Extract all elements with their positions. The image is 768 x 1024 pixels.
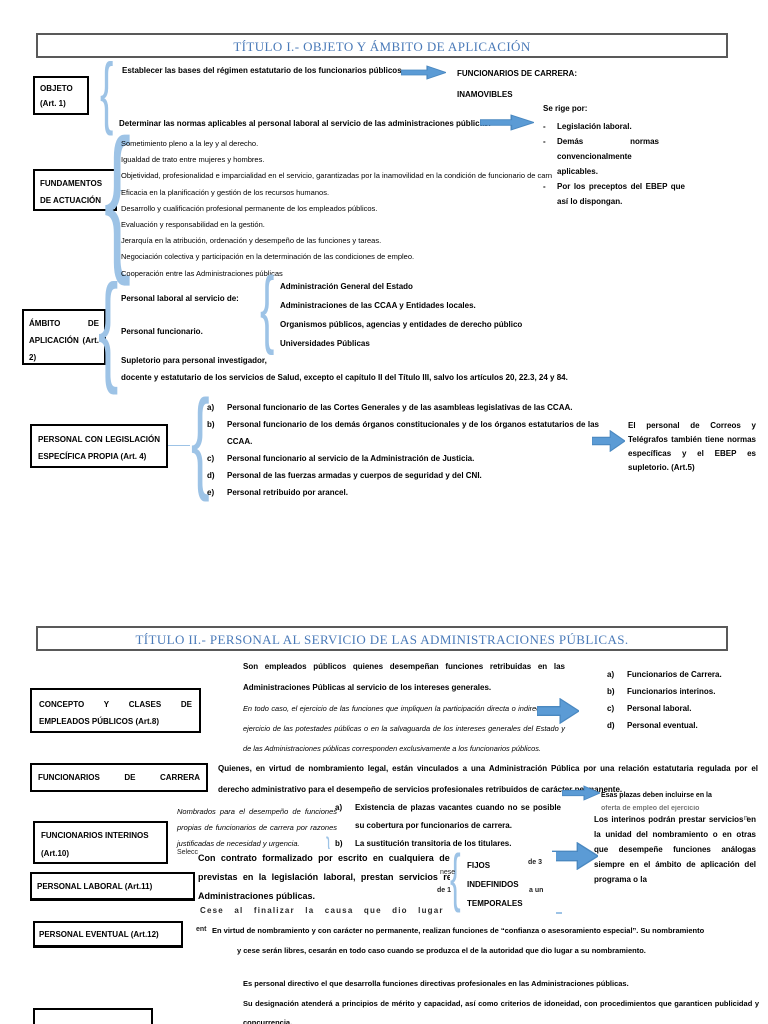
especifica-box: PERSONAL CON LEGISLACIÓN ESPECÍFICA PROP…	[30, 424, 168, 468]
list-item: a) Personal funcionario de las Cortes Ge…	[207, 403, 573, 412]
connector-line	[168, 445, 190, 446]
seleccion-fragment: Selecc	[177, 849, 199, 856]
list-item: Cooperación entre las Administraciones p…	[121, 268, 283, 278]
supletorio-line2: docente y estatutario de los servicios d…	[121, 373, 568, 382]
text-fragment: de 3	[528, 859, 543, 866]
list-item: Administración General del Estado	[280, 282, 413, 291]
arrow-right-icon	[592, 430, 625, 452]
fundamentos-box: FUNDAMENTOS DE ACTUACIÓN	[33, 169, 117, 211]
list-item: - Por los preceptos del EBEP que así lo …	[543, 179, 733, 209]
list-item: INDEFINIDOS	[467, 880, 519, 889]
cese-text: Cese al finalizar la causa que dio lugar…	[200, 906, 464, 915]
funcionarios-carrera-note: FUNCIONARIOS DE CARRERA: INAMOVIBLES	[457, 63, 637, 105]
list-item: Evaluación y responsabilidad en la gesti…	[121, 220, 265, 230]
list-item: Objetividad, profesionalidad e imparcial…	[121, 171, 553, 181]
concepto-box: CONCEPTO Y CLASES DE EMPLEADOS PÚBLICOS …	[30, 688, 201, 733]
establecer-text: Establecer las bases del régimen estatut…	[122, 66, 404, 75]
clipped-bottom-box	[33, 1008, 153, 1024]
arrow-right-icon	[562, 785, 600, 801]
especifica-list: a) Personal funcionario de las Cortes Ge…	[207, 399, 599, 501]
tipos-box: FIJOS INDEFINIDOS TEMPORALES	[450, 852, 556, 914]
interinos-italic-text: Nombrados para el desempeño de funciones…	[177, 807, 337, 848]
se-rige-title: Se rige por:	[543, 104, 588, 113]
list-item: Organismos públicos, agencias y entidade…	[280, 320, 523, 329]
interinos-box: FUNCIONARIOS INTERINOS (Art.10)	[33, 821, 168, 864]
text-fragment: de 1	[437, 887, 452, 894]
interinos-note: Los interinos podrán prestar servicios e…	[594, 812, 756, 887]
carrera-box: FUNCIONARIOS DE CARRERA	[30, 763, 208, 792]
list-item: Eficacia en la planificación y gestión d…	[121, 187, 330, 197]
list-item: a) Existencia de plazas vacantes cuando …	[335, 803, 561, 830]
concepto-italic-text: En todo caso, el ejercicio de las funcio…	[243, 704, 565, 753]
list-item: - Demás normas convencionalmente aplicab…	[543, 134, 733, 179]
clases-list: a) Funcionarios de Carrera. b) Funcionar…	[607, 666, 759, 734]
list-item: Igualdad de trato entre mujeres y hombre…	[121, 155, 265, 165]
personal-funcionario-label: Personal funcionario.	[121, 327, 203, 336]
dash-bullet-icon: -	[543, 122, 546, 131]
list-item: c) Personal funcionario al servicio de l…	[207, 454, 475, 463]
list-item: b) Funcionarios interinos.	[607, 687, 716, 696]
list-item: Negociación colectiva y participación en…	[121, 252, 415, 262]
list-item: b) La sustitución transitoria de los tit…	[335, 839, 512, 848]
carrera-note-line2: INAMOVIBLES	[457, 90, 513, 99]
text-fragment: ent	[196, 926, 207, 933]
list-item: TEMPORALES	[467, 899, 523, 908]
list-item: d) Personal de las fuerzas armadas y cue…	[207, 471, 482, 480]
dash-bullet-icon: -	[543, 137, 546, 146]
dash-bullet-icon: -	[543, 182, 546, 191]
ambito-box: ÁMBITO DE APLICACIÓN (Art. 2)	[22, 309, 106, 365]
concepto-definition: Son empleados públicos quienes desempeña…	[243, 662, 565, 692]
objeto-box: OBJETO (Art. 1)	[33, 76, 89, 115]
text-fragment: nese	[440, 869, 456, 876]
list-item: Desarrollo y cualificación profesional p…	[121, 203, 378, 213]
arrow-right-icon	[480, 114, 534, 131]
eventual-text-block: En virtud de nombramiento y con carácter…	[212, 926, 705, 955]
brace-objeto-icon	[100, 58, 113, 126]
list-item: Sometimiento pleno a la ley y al derecho…	[121, 139, 259, 148]
fundamentos-list: Sometimiento pleno a la ley y al derecho…	[121, 136, 766, 282]
concepto-text-block: Son empleados públicos quienes desempeña…	[243, 656, 565, 759]
arrow-right-icon	[401, 65, 446, 80]
se-rige-block: Se rige por: - Legislación laboral. - De…	[543, 101, 733, 209]
carrera-text: Quienes, en virtud de nombramiento legal…	[218, 764, 758, 794]
list-item: Jerarquía en la atribución, ordenación y…	[121, 236, 382, 246]
carrera-note-line1: FUNCIONARIOS DE CARRERA:	[457, 69, 577, 78]
determinar-text: Determinar las normas aplicables al pers…	[119, 119, 491, 128]
list-item: b) Personal funcionario de los demás órg…	[207, 420, 599, 446]
list-item: FIJOS	[467, 861, 491, 870]
entidades-list: Administración General del Estado Admini…	[280, 277, 610, 353]
correos-note: El personal de Correos y Telégrafos tamb…	[628, 421, 756, 472]
arrow-right-icon	[552, 842, 598, 870]
laboral-box: PERSONAL LABORAL (Art.11)	[30, 872, 195, 901]
list-item: a) Funcionarios de Carrera.	[607, 670, 722, 679]
titulo2-header: TÍTULO II.- PERSONAL AL SERVICIO DE LAS …	[36, 626, 728, 651]
plazas-note: Esas plazas deben incluirse en la oferta…	[601, 792, 712, 812]
brace-tipos-icon	[450, 850, 461, 904]
supletorio-line1: Supletorio para personal investigador,	[121, 356, 267, 365]
eventual-box: PERSONAL EVENTUAL (Art.12)	[33, 921, 183, 948]
list-item: Administraciones de las CCAA y Entidades…	[280, 301, 476, 310]
text-fragment: a un	[529, 887, 544, 894]
connector-line	[114, 190, 122, 191]
tipos-list: FIJOS INDEFINIDOS TEMPORALES	[467, 856, 553, 913]
titulo1-header: TÍTULO I.- OBJETO Y ÁMBITO DE APLICACIÓN	[36, 33, 728, 58]
list-item: e) Personal retribuido por arancel.	[207, 488, 348, 497]
list-item: Universidades Públicas	[280, 339, 370, 348]
brace-entidades-icon	[260, 272, 274, 345]
directivo-text-block: Es personal directivo el que desarrolla …	[243, 979, 759, 1024]
list-item: - Legislación laboral.	[543, 119, 733, 134]
arrow-right-icon	[537, 698, 579, 724]
personal-laboral-label: Personal laboral al servicio de:	[121, 294, 239, 303]
list-item: d) Personal eventual.	[607, 721, 698, 730]
text-fragment: n	[744, 815, 748, 822]
list-item: c) Personal laboral.	[607, 704, 692, 713]
